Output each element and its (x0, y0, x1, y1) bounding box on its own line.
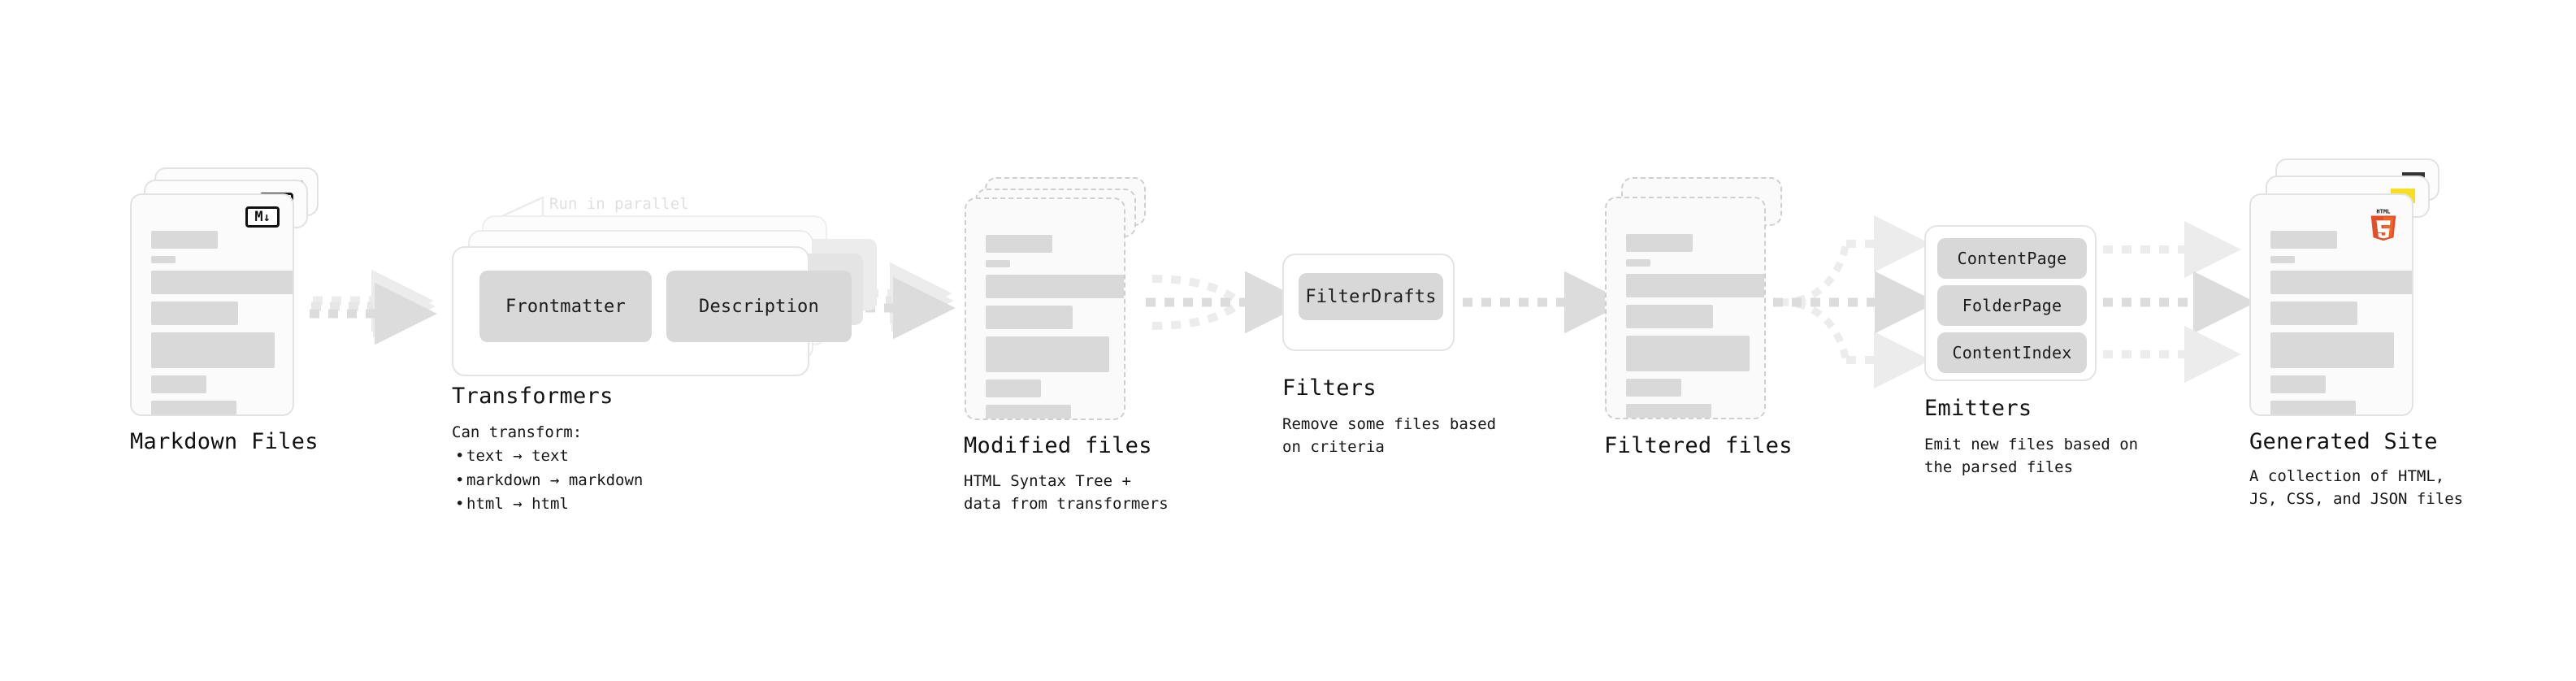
markdown-icon: M↓ (245, 206, 280, 228)
skeleton-bar (986, 380, 1041, 397)
skeleton-bar (1626, 305, 1713, 328)
arrow-markdown-to-transformers (310, 269, 437, 345)
site-skeleton (2270, 231, 2412, 414)
filters-box[interactable]: FilterDrafts (1282, 254, 1455, 351)
transformers-details: Can transform: text → text markdown → ma… (452, 421, 643, 517)
emitters-box[interactable]: ContentPage FolderPage ContentIndex (1924, 225, 2097, 381)
skeleton-bar (986, 336, 1109, 372)
transformers-bullet-1: markdown → markdown (452, 469, 643, 493)
skeleton-bar (2270, 231, 2337, 249)
skeleton-bar (1626, 336, 1750, 371)
skeleton-bar (151, 401, 236, 414)
skeleton-bar (1626, 404, 1711, 418)
site-card-front[interactable]: HTML (2249, 193, 2413, 416)
emitter-chip-contentpage[interactable]: ContentPage (1937, 238, 2087, 279)
skeleton-bar (151, 375, 206, 393)
filter-chip-filterdrafts[interactable]: FilterDrafts (1299, 273, 1443, 320)
markdown-files-title: Markdown Files (130, 429, 319, 454)
modified-files-subtitle: HTML Syntax Tree + data from transformer… (964, 472, 1169, 514)
run-in-parallel-note: Run in parallel (549, 195, 689, 213)
filtered-card-front[interactable] (1605, 197, 1766, 419)
modified-files-title: Modified files (964, 433, 1152, 458)
generated-site-subtitle: A collection of HTML, JS, CSS, and JSON … (2249, 467, 2464, 509)
emitter-chip-folderpage[interactable]: FolderPage (1937, 285, 2087, 326)
markdown-card-front[interactable]: M↓ (130, 193, 294, 416)
skeleton-bar (151, 271, 293, 294)
skeleton-bar (151, 256, 176, 263)
skeleton-bar (1626, 259, 1650, 267)
skeleton-bar (151, 301, 238, 325)
skeleton-bar (986, 235, 1052, 253)
markdown-skeleton (151, 231, 293, 414)
skeleton-bar (1626, 379, 1681, 397)
modified-card-front[interactable] (965, 197, 1125, 420)
transformers-can-transform-label: Can transform: (452, 423, 583, 441)
skeleton-bar (2270, 256, 2295, 263)
filters-title: Filters (1282, 375, 1377, 401)
skeleton-bar (986, 405, 1071, 419)
transformer-layer-front[interactable]: Frontmatter Description (452, 246, 852, 376)
modified-skeleton (986, 235, 1124, 419)
emitters-title: Emitters (1924, 396, 2032, 421)
transformers-bullet-list: text → text markdown → markdown html → h… (452, 445, 643, 517)
skeleton-bar (2270, 375, 2326, 393)
svg-text:HTML: HTML (2376, 208, 2391, 215)
transformers-bullet-0: text → text (452, 445, 643, 469)
skeleton-bar (986, 260, 1010, 267)
skeleton-bar (986, 306, 1073, 329)
skeleton-bar (1626, 274, 1764, 297)
skeleton-bar (151, 332, 275, 368)
arrow-filtered-to-emitters (1773, 215, 1937, 388)
arrow-modified-to-filters (1146, 271, 1308, 334)
filters-subtitle: Remove some files based on criteria (1282, 415, 1497, 457)
html5-icon: HTML (2370, 208, 2396, 241)
skeleton-bar (1626, 234, 1693, 252)
transformers-bullet-2: html → html (452, 492, 643, 517)
transformer-chip-description[interactable]: Description (666, 271, 852, 342)
skeleton-bar (151, 231, 218, 249)
skeleton-bar (2270, 332, 2394, 368)
transformer-chip-frontmatter[interactable]: Frontmatter (479, 271, 652, 342)
generated-site-title: Generated Site (2249, 429, 2438, 454)
filtered-files-title: Filtered files (1604, 433, 1793, 458)
emitters-subtitle: Emit new files based on the parsed files (1924, 436, 2139, 477)
skeleton-bar (2270, 271, 2412, 294)
arrow-emitters-to-site (2084, 221, 2256, 383)
transformers-title: Transformers (452, 384, 614, 409)
skeleton-bar (986, 275, 1124, 298)
filtered-skeleton (1626, 234, 1764, 418)
emitter-chip-contentindex[interactable]: ContentIndex (1937, 332, 2087, 373)
skeleton-bar (2270, 301, 2357, 325)
skeleton-bar (2270, 401, 2356, 414)
